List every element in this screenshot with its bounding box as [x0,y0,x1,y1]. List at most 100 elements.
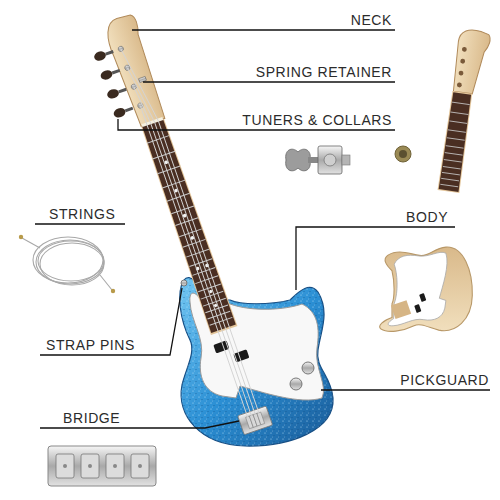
headstock [451,28,491,95]
wood-body [380,247,473,331]
maple-neck [438,91,474,193]
fret [158,166,181,174]
tuner-key [286,149,311,171]
body-part [380,247,473,331]
fret [210,317,233,325]
saddle [106,454,124,478]
part-label: STRAP PINS [45,337,136,353]
fret [452,102,470,105]
fret [443,166,461,169]
fret [162,180,185,188]
fret [147,135,170,143]
tuners [93,44,144,119]
part-label: BODY [405,209,449,225]
screw [138,464,142,468]
tuner-hole [460,58,465,63]
strings-installed [121,45,261,422]
tuner-hole [462,47,467,52]
ball-end [111,289,115,293]
fret [171,206,194,214]
tuner-hole [458,70,463,75]
neck-part [438,28,492,194]
string [147,125,250,423]
string-end [100,275,112,290]
string [151,123,254,421]
ball-end [19,235,23,239]
fret [167,193,190,201]
fret [448,130,466,133]
pickup [414,304,421,313]
leader-line [132,29,395,30]
leader-line [143,81,395,82]
string-loop [40,243,104,285]
tuner-key [112,107,126,119]
saddle [131,454,149,478]
tuner-post [342,155,350,165]
fret [449,121,467,124]
saddle [56,454,74,478]
fret [179,229,202,237]
collar [395,146,411,162]
pickup [233,349,249,362]
tuner-shaft [119,89,127,92]
string [158,121,261,419]
pickguard [388,252,447,325]
screw [113,464,117,468]
bass-neck [85,13,275,441]
fret [446,146,464,149]
leader-line [40,288,182,355]
fret [440,184,458,187]
part-label: TUNERS & COLLARS [241,112,393,128]
part-label: STRINGS [48,206,116,222]
string-loop [33,237,103,283]
tuner-hole [457,82,462,87]
tuner-key [106,88,120,100]
strap-pin [181,280,187,286]
leader-line [296,227,455,290]
fret-markers [159,158,222,309]
tuner-shaft [125,108,133,111]
body-details [391,293,430,320]
tuner-shaft [106,51,114,54]
collar-part [395,146,411,162]
part-label: BRIDGE [62,410,121,426]
screw [88,464,92,468]
tuner-shaft [308,157,318,163]
tuner-shaft [112,70,120,73]
fret [445,153,463,156]
leader-lines [35,30,490,428]
fret [175,218,198,226]
string [134,85,151,124]
string-loop [38,241,104,281]
leader-line [321,389,490,390]
leader-line [35,223,125,224]
bridge-plate [48,446,156,486]
collar-hole [399,150,407,158]
tuner-gear [324,154,336,166]
fret [444,160,462,163]
bridge-part [48,446,156,486]
fret [441,178,459,181]
saddle [81,454,99,478]
fret [152,151,175,159]
part-label: SPRING RETAINER [255,64,393,80]
string [154,122,257,420]
string [127,65,154,124]
bridge [238,406,273,435]
frets [440,102,469,187]
frets [147,135,232,325]
fret [195,276,218,284]
pickup [213,340,229,353]
pickup [419,293,426,302]
maple-neck [139,118,237,335]
part-label: PICKGUARD [399,372,490,388]
screw [63,464,67,468]
part-label: NECK [350,12,393,28]
control-knob [302,362,314,374]
tuner-post [118,46,125,53]
gear-housing [318,146,342,174]
strings-coil [22,237,112,290]
tuner-part [286,146,350,174]
fret [183,239,206,247]
